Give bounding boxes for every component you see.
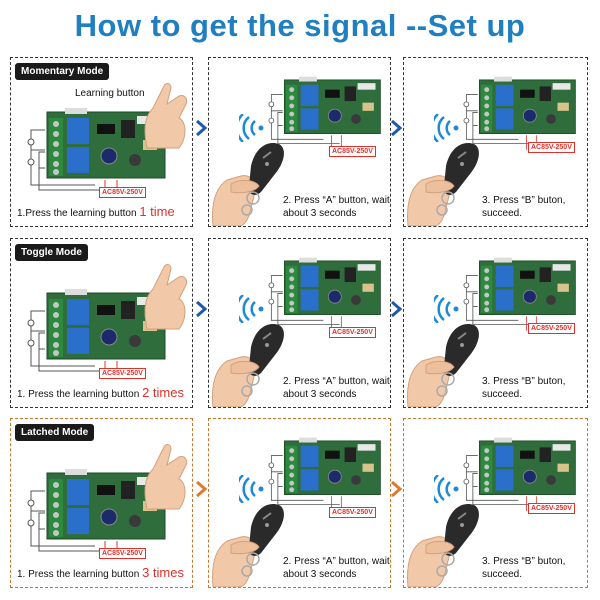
voltage-label: AC85V-250V (329, 146, 376, 157)
press-count: 2 times (142, 385, 184, 400)
remote-control-icon (406, 299, 482, 407)
step2-panel: AC85V-250V 2. Press “A” button, wait abo… (208, 57, 391, 227)
remote-control-icon (406, 118, 482, 226)
chevron-right-icon (391, 480, 402, 498)
finger-press-icon (139, 439, 191, 511)
voltage-label: AC85V-250V (99, 548, 146, 559)
mode-row-latched: Latched Mode AC85V-250V 1. Press the lea… (10, 418, 590, 588)
step1-caption: 1. Press the learning button 3 times (17, 566, 184, 581)
mode-badge: Latched Mode (15, 424, 95, 441)
voltage-label: AC85V-250V (528, 503, 575, 514)
step1-caption: 1. Press the learning button 2 times (17, 386, 184, 401)
step2-caption: 2. Press “A” button, wait about 3 second… (283, 556, 390, 580)
chevron-right-icon (391, 119, 402, 137)
step1-text: 1.Press the learning button (17, 208, 137, 219)
voltage-label: AC85V-250V (99, 187, 146, 198)
voltage-label: AC85V-250V (329, 507, 376, 518)
step1-caption: 1.Press the learning button 1 time (17, 205, 175, 220)
step3-caption: 3. Press “B” buton, succeed. (482, 195, 566, 219)
learning-button-label: Learning button (75, 88, 145, 99)
mode-badge: Momentary Mode (15, 63, 110, 80)
step3-panel: AC85V-250V 3. Press “B” buton, succeed. (403, 238, 588, 408)
step2-panel: AC85V-250V 2. Press “A” button, wait abo… (208, 418, 391, 588)
press-count: 1 time (139, 204, 175, 219)
step2-panel: AC85V-250V 2. Press “A” button, wait abo… (208, 238, 391, 408)
step1-panel: Momentary Mode Learning button AC85V-250… (10, 57, 193, 227)
mode-row-toggle: Toggle Mode AC85V-250V 1. Press the lear… (10, 238, 590, 408)
page-title: How to get the signal --Set up (74, 8, 526, 43)
step3-caption: 3. Press “B” buton, succeed. (482, 376, 566, 400)
chevron-right-icon (196, 119, 207, 137)
step1-text: 1. Press the learning button (17, 569, 140, 580)
step3-panel: AC85V-250V 3. Press “B” buton, succeed. (403, 418, 588, 588)
voltage-label: AC85V-250V (528, 142, 575, 153)
step1-panel: Toggle Mode AC85V-250V 1. Press the lear… (10, 238, 193, 408)
press-count: 3 times (142, 565, 184, 580)
remote-control-icon (406, 479, 482, 587)
chevron-right-icon (196, 480, 207, 498)
remote-control-icon (211, 479, 287, 587)
finger-press-icon (139, 78, 191, 150)
step2-caption: 2. Press “A” button, wait about 3 second… (283, 376, 390, 400)
step3-caption: 3. Press “B” buton, succeed. (482, 556, 566, 580)
voltage-label: AC85V-250V (528, 323, 575, 334)
step1-panel: Latched Mode AC85V-250V 1. Press the lea… (10, 418, 193, 588)
remote-control-icon (211, 299, 287, 407)
chevron-right-icon (196, 300, 207, 318)
voltage-label: AC85V-250V (99, 368, 146, 379)
mode-badge: Toggle Mode (15, 244, 88, 261)
finger-press-icon (139, 259, 191, 331)
chevron-right-icon (391, 300, 402, 318)
remote-control-icon (211, 118, 287, 226)
step1-text: 1. Press the learning button (17, 389, 140, 400)
step3-panel: AC85V-250V 3. Press “B” buton, succeed. (403, 57, 588, 227)
mode-row-momentary: Momentary Mode Learning button AC85V-250… (10, 57, 590, 227)
voltage-label: AC85V-250V (329, 327, 376, 338)
step2-caption: 2. Press “A” button, wait about 3 second… (283, 195, 390, 219)
